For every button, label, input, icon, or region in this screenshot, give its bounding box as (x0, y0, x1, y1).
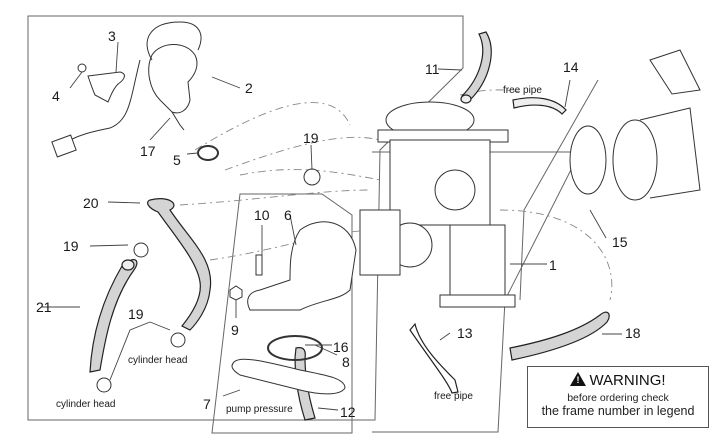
warning-title: WARNING! (589, 372, 666, 389)
note-cylinder-head-1: cylinder head (128, 355, 188, 366)
callout-3: 3 (108, 28, 116, 44)
callout-19-bottom: 19 (128, 306, 144, 322)
hose-13 (409, 322, 459, 394)
warning-icon (570, 372, 587, 386)
hose-11 (460, 31, 492, 101)
part-19-clamp-a (303, 168, 321, 186)
callout-21: 21 (36, 299, 52, 315)
callout-17: 17 (140, 143, 156, 159)
note-free-pipe-top: free pipe (503, 85, 542, 96)
callout-1: 1 (549, 257, 557, 273)
callout-18: 18 (625, 325, 641, 341)
part-10-bolt (255, 254, 263, 276)
callout-11: 11 (425, 61, 440, 77)
warning-line-1: before ordering check (567, 392, 669, 404)
frame-outline (27, 15, 464, 421)
part-4-screw (77, 63, 87, 73)
callout-6: 6 (284, 207, 292, 223)
part-7-gasket (231, 358, 346, 395)
part-17-actuator (148, 44, 198, 114)
hose-20 (147, 198, 212, 331)
callout-2: 2 (245, 80, 253, 96)
part-6-manifold (247, 221, 357, 311)
hose-14 (512, 97, 567, 115)
callout-20: 20 (83, 195, 99, 211)
part-19-clamp-d (96, 377, 112, 393)
part-9-nut (229, 285, 243, 301)
part-19-clamp-b (133, 242, 149, 258)
note-free-pipe-bottom: free pipe (434, 391, 473, 402)
subframe-manifold (211, 193, 353, 434)
callout-13: 13 (457, 325, 473, 341)
part-19-clamp-c (170, 332, 186, 348)
note-cylinder-head-2: cylinder head (56, 399, 116, 410)
callout-9: 9 (231, 322, 239, 338)
callout-12: 12 (340, 404, 356, 420)
callout-19-left: 19 (63, 238, 79, 254)
warning-line-2: the frame number in legend (541, 404, 695, 418)
callout-4: 4 (52, 88, 60, 104)
warning-box: WARNING! before ordering check the frame… (527, 366, 709, 428)
callout-10: 10 (254, 207, 270, 223)
callout-19-carb: 19 (303, 130, 319, 146)
note-pump-pressure: pump pressure (226, 404, 293, 415)
callout-7: 7 (203, 396, 211, 412)
hose-18 (509, 311, 610, 361)
hose-21 (89, 258, 138, 373)
callout-8: 8 (342, 354, 350, 370)
part-15-hose-clamp (569, 125, 607, 195)
part-5-oring (197, 145, 219, 161)
callout-16: 16 (333, 339, 349, 355)
frame-right-edge (519, 79, 599, 301)
callout-14: 14 (563, 59, 579, 75)
part-3-bracket (87, 71, 125, 103)
callout-15: 15 (612, 234, 628, 250)
callout-5: 5 (173, 152, 181, 168)
